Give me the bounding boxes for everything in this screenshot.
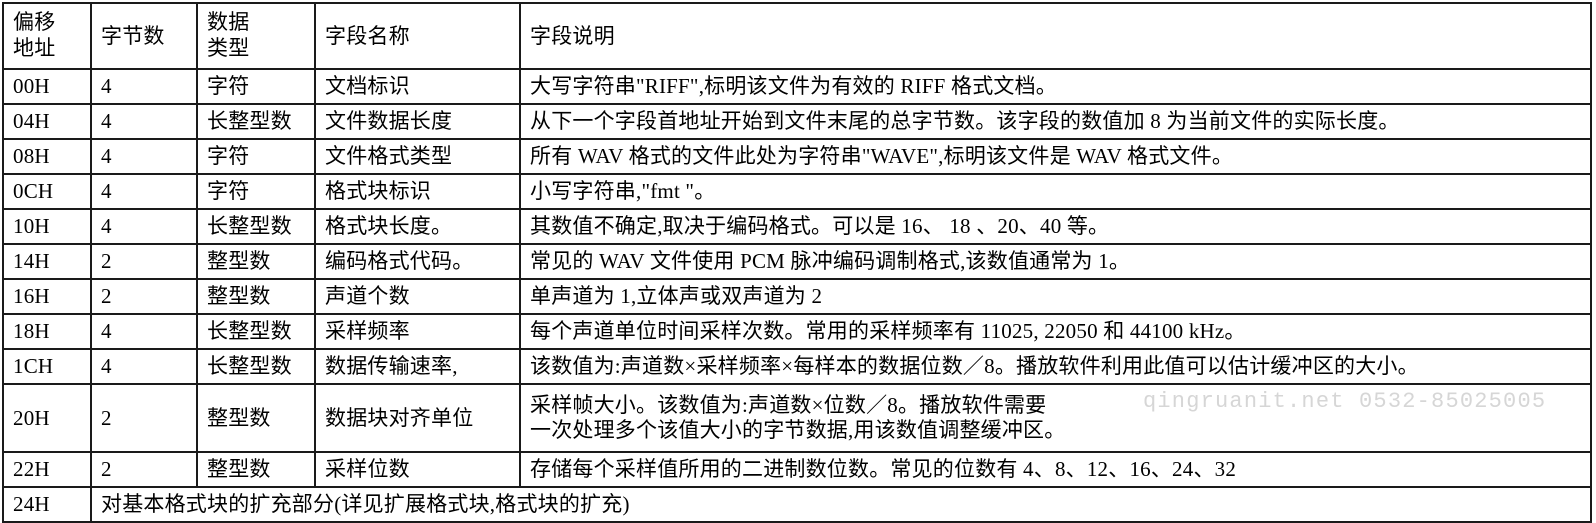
cell-field-name: 编码格式代码。 xyxy=(314,243,521,280)
cell-data-type: 字符 xyxy=(196,173,316,210)
table-row: 22H 2 整型数 采样位数 存储每个采样值所用的二进制数位数。常见的位数有 4… xyxy=(2,451,1592,488)
cell-extension-description: 对基本格式块的扩充部分(详见扩展格式块,格式块的扩充) xyxy=(90,486,1592,523)
cell-offset-address: 10H xyxy=(2,208,92,245)
cell-data-type: 整型数 xyxy=(196,383,316,453)
table-row: 14H 2 整型数 编码格式代码。 常见的 WAV 文件使用 PCM 脉冲编码调… xyxy=(2,243,1592,280)
cell-field-name: 文档标识 xyxy=(314,68,521,105)
cell-field-description: 单声道为 1,立体声或双声道为 2 xyxy=(519,278,1592,315)
cell-offset-address: 08H xyxy=(2,138,92,175)
cell-field-description: 该数值为:声道数×采样频率×每样本的数据位数／8。播放软件利用此值可以估计缓冲区… xyxy=(519,348,1592,385)
cell-data-type: 字符 xyxy=(196,138,316,175)
cell-byte-count: 2 xyxy=(90,451,198,488)
column-header-data-type-line1: 数据 xyxy=(207,10,250,35)
column-header-offset-line1: 偏移 xyxy=(13,10,56,35)
cell-field-description-line1: 采样帧大小。该数值为:声道数×位数／8。播放软件需要 xyxy=(530,393,1047,418)
cell-data-type: 整型数 xyxy=(196,451,316,488)
table-row: 1CH 4 长整型数 数据传输速率, 该数值为:声道数×采样频率×每样本的数据位… xyxy=(2,348,1592,385)
cell-offset-address: 16H xyxy=(2,278,92,315)
cell-byte-count: 4 xyxy=(90,68,198,105)
column-header-offset-address: 偏移 地址 xyxy=(2,2,92,70)
table-row: 20H 2 整型数 数据块对齐单位 采样帧大小。该数值为:声道数×位数／8。播放… xyxy=(2,383,1592,453)
cell-field-description: 从下一个字段首地址开始到文件末尾的总字节数。该字段的数值加 8 为当前文件的实际… xyxy=(519,103,1592,140)
column-header-offset-line2: 地址 xyxy=(13,36,56,60)
cell-data-type: 整型数 xyxy=(196,243,316,280)
cell-field-name: 采样频率 xyxy=(314,313,521,350)
cell-field-name: 格式块标识 xyxy=(314,173,521,210)
table-row: 16H 2 整型数 声道个数 单声道为 1,立体声或双声道为 2 xyxy=(2,278,1592,315)
table-header-row: 偏移 地址 字节数 数据 类型 字段名称 字段说明 xyxy=(2,2,1592,70)
cell-byte-count: 4 xyxy=(90,103,198,140)
cell-field-description: 采样帧大小。该数值为:声道数×位数／8。播放软件需要 一次处理多个该值大小的字节… xyxy=(519,383,1592,453)
table-row-extension: 24H 对基本格式块的扩充部分(详见扩展格式块,格式块的扩充) xyxy=(2,486,1592,523)
cell-field-description: 每个声道单位时间采样次数。常用的采样频率有 11025, 22050 和 441… xyxy=(519,313,1592,350)
cell-field-name: 文件数据长度 xyxy=(314,103,521,140)
cell-field-description: 小写字符串,"fmt "。 xyxy=(519,173,1592,210)
cell-field-name: 数据块对齐单位 xyxy=(314,383,521,453)
column-header-field-name: 字段名称 xyxy=(314,2,521,70)
cell-field-description: 大写字符串"RIFF",标明该文件为有效的 RIFF 格式文档。 xyxy=(519,68,1592,105)
table-row: 0CH 4 字符 格式块标识 小写字符串,"fmt "。 xyxy=(2,173,1592,210)
cell-offset-address: 14H xyxy=(2,243,92,280)
cell-byte-count: 4 xyxy=(90,138,198,175)
column-header-data-type: 数据 类型 xyxy=(196,2,316,70)
cell-field-description: 所有 WAV 格式的文件此处为字符串"WAVE",标明该文件是 WAV 格式文件… xyxy=(519,138,1592,175)
table-row: 00H 4 字符 文档标识 大写字符串"RIFF",标明该文件为有效的 RIFF… xyxy=(2,68,1592,105)
cell-data-type: 长整型数 xyxy=(196,103,316,140)
cell-field-description: 存储每个采样值所用的二进制数位数。常见的位数有 4、8、12、16、24、32 xyxy=(519,451,1592,488)
cell-data-type: 字符 xyxy=(196,68,316,105)
table-body: 00H 4 字符 文档标识 大写字符串"RIFF",标明该文件为有效的 RIFF… xyxy=(2,68,1592,523)
cell-field-name: 采样位数 xyxy=(314,451,521,488)
cell-data-type: 长整型数 xyxy=(196,313,316,350)
table-row: 10H 4 长整型数 格式块长度。 其数值不确定,取决于编码格式。可以是 16、… xyxy=(2,208,1592,245)
table-row: 08H 4 字符 文件格式类型 所有 WAV 格式的文件此处为字符串"WAVE"… xyxy=(2,138,1592,175)
cell-field-name: 文件格式类型 xyxy=(314,138,521,175)
column-header-field-description: 字段说明 xyxy=(519,2,1592,70)
cell-data-type: 整型数 xyxy=(196,278,316,315)
cell-field-description: 其数值不确定,取决于编码格式。可以是 16、 18 、20、40 等。 xyxy=(519,208,1592,245)
column-header-byte-count: 字节数 xyxy=(90,2,198,70)
cell-field-description: 常见的 WAV 文件使用 PCM 脉冲编码调制格式,该数值通常为 1。 xyxy=(519,243,1592,280)
cell-byte-count: 4 xyxy=(90,348,198,385)
cell-byte-count: 2 xyxy=(90,383,198,453)
cell-offset-address: 1CH xyxy=(2,348,92,385)
cell-data-type: 长整型数 xyxy=(196,348,316,385)
cell-offset-address: 22H xyxy=(2,451,92,488)
cell-byte-count: 4 xyxy=(90,313,198,350)
cell-offset-address: 24H xyxy=(2,486,92,523)
cell-byte-count: 2 xyxy=(90,278,198,315)
cell-field-name: 格式块长度。 xyxy=(314,208,521,245)
cell-byte-count: 4 xyxy=(90,173,198,210)
column-header-data-type-line2: 类型 xyxy=(207,36,250,60)
cell-field-description-line2: 一次处理多个该值大小的字节数据,用该数值调整缓冲区。 xyxy=(530,418,1066,442)
table-row: 18H 4 长整型数 采样频率 每个声道单位时间采样次数。常用的采样频率有 11… xyxy=(2,313,1592,350)
cell-data-type: 长整型数 xyxy=(196,208,316,245)
cell-offset-address: 0CH xyxy=(2,173,92,210)
cell-offset-address: 18H xyxy=(2,313,92,350)
cell-byte-count: 2 xyxy=(90,243,198,280)
table-row: 04H 4 长整型数 文件数据长度 从下一个字段首地址开始到文件末尾的总字节数。… xyxy=(2,103,1592,140)
cell-offset-address: 00H xyxy=(2,68,92,105)
cell-field-name: 数据传输速率, xyxy=(314,348,521,385)
cell-field-name: 声道个数 xyxy=(314,278,521,315)
cell-offset-address: 20H xyxy=(2,383,92,453)
cell-byte-count: 4 xyxy=(90,208,198,245)
cell-offset-address: 04H xyxy=(2,103,92,140)
